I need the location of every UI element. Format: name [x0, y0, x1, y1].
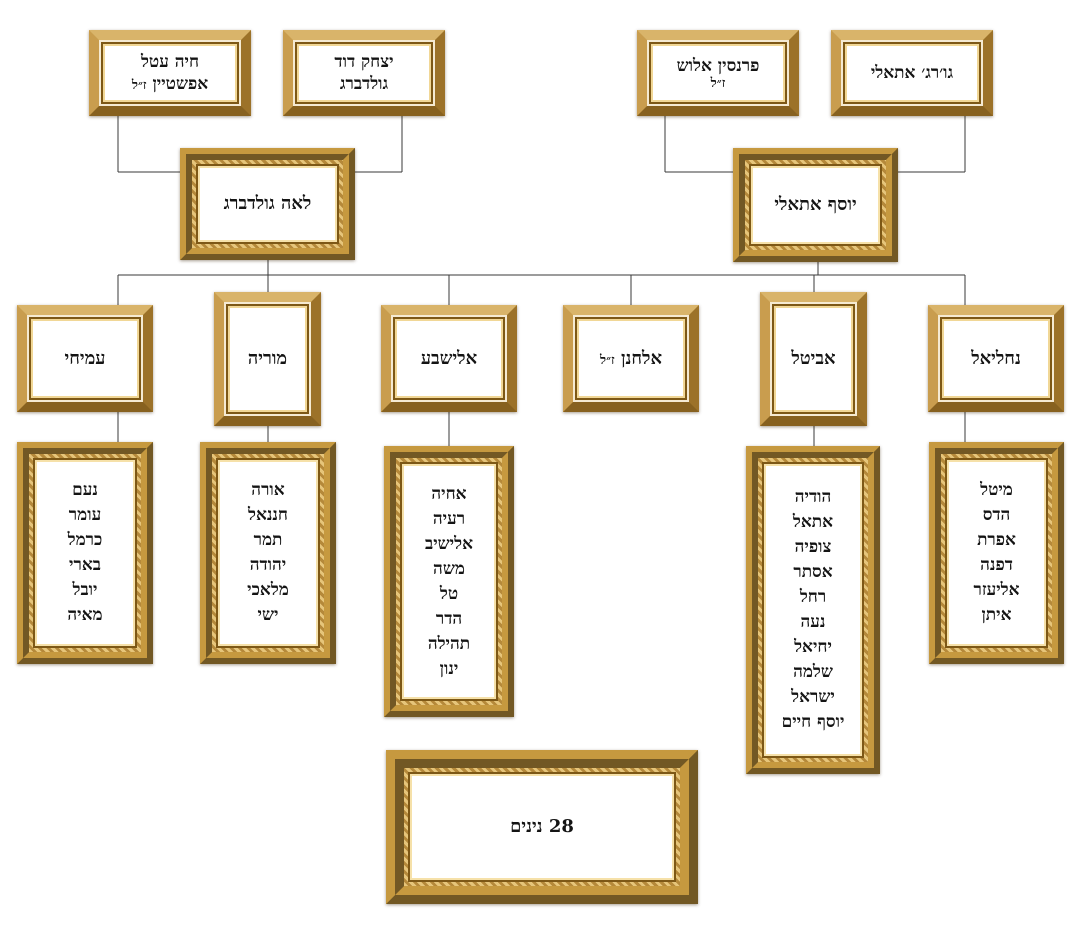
memorial-suffix: ז״ל	[131, 78, 147, 93]
grandchild-name: נעם	[72, 480, 98, 500]
grandchild-name: רעיה	[432, 508, 466, 529]
grandfather-father-side: גו׳רג׳ אתאלי	[843, 42, 981, 104]
grandfather-mother-side-frame: יצחק דוד גולדברג	[283, 30, 445, 116]
grandmother-mother-side: חיה עטל אפשטיין ז״ל	[101, 42, 239, 104]
child-name: אלישבע	[420, 347, 478, 369]
memorial-suffix: ז״ל	[600, 352, 615, 368]
child-elisheva: אלישבע	[393, 317, 505, 400]
grandchild-name: יחיאל	[794, 637, 832, 657]
grandchild-name: אפרת	[977, 530, 1016, 550]
grandchild-name: ישי	[257, 605, 279, 625]
child-frame-moriya: מוריה	[214, 292, 321, 426]
grandfather-mother-side-surname: גולדברג	[339, 74, 389, 94]
grandchild-name: יהודה	[249, 555, 287, 575]
child-nachliel: נחליאל	[940, 317, 1052, 400]
grandmother-mother-side-surname: אפשטיין ז״ל	[131, 74, 209, 94]
grandmother-father-side: פרנסין אלוש ז״ל	[649, 42, 787, 104]
child-avital: אביטל	[772, 304, 855, 414]
child-frame-nachliel: נחליאל	[928, 305, 1064, 412]
mother: לאה גולדברג	[196, 164, 339, 244]
grandmother-father-side-frame: פרנסין אלוש ז״ל	[637, 30, 799, 116]
child-name: אביטל	[791, 348, 836, 369]
memorial-suffix: ז״ל	[710, 76, 726, 91]
grandmother-mother-side-frame: חיה עטל אפשטיין ז״ל	[89, 30, 251, 116]
grandchildren-list: אורה חננאל תמר יהודה מלאכי ישי	[247, 478, 289, 628]
grandchildren-list-container: מיטל הדס אפרת דפנה אליעזר איתן	[945, 458, 1048, 648]
grandchild-name: איתן	[981, 605, 1012, 625]
grandchildren-list: אחיה רעיה אלישיב משה טל הדר תהילה ינון	[425, 482, 473, 682]
child-amichai: עמיחי	[29, 317, 141, 400]
grandchild-name: בארי	[69, 555, 101, 575]
grandchild-name: אלישיב	[425, 533, 474, 554]
mother-name: לאה גולדברג	[223, 193, 312, 214]
grandchild-name: רחל	[799, 587, 827, 607]
grandchild-name: הודיה	[794, 487, 832, 507]
grandchild-name: מיטל	[980, 480, 1013, 500]
great-grandchildren-total: 28 נינים	[408, 772, 676, 882]
child-frame-elchanan: אלחנן ז״ל	[563, 305, 699, 412]
grandchild-name: דפנה	[980, 555, 1013, 575]
grandmother-father-side-name: פרנסין אלוש	[676, 56, 760, 76]
grandchild-name: יוסף חיים	[781, 712, 845, 732]
grandchild-name: תמר	[253, 530, 283, 550]
grandchild-name: אסתר	[793, 562, 833, 582]
grandchildren-frame-moriya: אורה חננאל תמר יהודה מלאכי ישי	[200, 442, 336, 664]
grandchildren-list: הודיה אתאל צופיה אסתר רחל נעה יחיאל שלמה…	[782, 485, 845, 735]
grandchildren-frame-elisheva: אחיה רעיה אלישיב משה טל הדר תהילה ינון	[384, 446, 514, 717]
mother-frame: לאה גולדברג	[180, 148, 355, 260]
grandchild-name: אתאל	[792, 512, 834, 532]
grandchildren-frame-amichai: נעם עומר כרמל בארי יובל מאיה	[17, 442, 153, 664]
grandchildren-list-container: הודיה אתאל צופיה אסתר רחל נעה יחיאל שלמה…	[762, 462, 864, 758]
grandchildren-frame-nachliel: מיטל הדס אפרת דפנה אליעזר איתן	[929, 442, 1064, 664]
father-frame: יוסף אתאלי	[733, 148, 898, 262]
grandchild-name: מלאכי	[247, 580, 289, 600]
child-frame-elisheva: אלישבע	[381, 305, 517, 412]
grandchild-name: הדר	[435, 608, 463, 629]
child-name: נחליאל	[971, 347, 1021, 369]
grandchild-name: אליעזר	[973, 580, 1020, 600]
child-name: עמיחי	[64, 347, 106, 369]
grandchild-name: הדס	[982, 505, 1011, 525]
grandchild-name: נעה	[800, 612, 826, 632]
grandchild-name: אורה	[251, 480, 285, 500]
child-moriya: מוריה	[226, 304, 309, 414]
grandchildren-frame-avital: הודיה אתאל צופיה אסתר רחל נעה יחיאל שלמה…	[746, 446, 880, 774]
grandchild-name: כרמל	[67, 530, 103, 550]
grandfather-mother-side-name: יצחק דוד	[334, 52, 394, 72]
grandfather-mother-side: יצחק דוד גולדברג	[295, 42, 433, 104]
grandchild-name: עומר	[68, 505, 102, 525]
grandchildren-list: מיטל הדס אפרת דפנה אליעזר איתן	[973, 478, 1019, 628]
grandchild-name: צופיה	[794, 537, 832, 557]
grandchild-name: חננאל	[248, 505, 288, 525]
grandfather-father-side-name: גו׳רג׳ אתאלי	[870, 63, 954, 83]
child-name: מוריה	[247, 348, 288, 369]
grandfather-father-side-frame: גו׳רג׳ אתאלי	[831, 30, 993, 116]
grandchild-name: אחיה	[431, 483, 467, 504]
grandchild-name: מאיה	[67, 605, 103, 625]
grandchildren-list-container: אחיה רעיה אלישיב משה טל הדר תהילה ינון	[400, 462, 498, 701]
grandchildren-list: נעם עומר כרמל בארי יובל מאיה	[67, 478, 102, 628]
grandchild-name: יובל	[72, 580, 98, 600]
grandchild-name: טל	[439, 583, 459, 604]
grandchildren-list-container: אורה חננאל תמר יהודה מלאכי ישי	[216, 458, 320, 648]
great-grandchildren-total-frame: 28 נינים	[386, 750, 698, 904]
child-elchanan: אלחנן ז״ל	[575, 317, 687, 400]
father-name: יוסף אתאלי	[774, 194, 857, 215]
grandchild-name: ינון	[439, 658, 459, 679]
grandchild-name: משה	[433, 558, 465, 579]
grandmother-mother-side-name: חיה עטל	[140, 52, 200, 72]
grandchild-name: שלמה	[793, 662, 833, 682]
child-name: אלחנן ז״ל	[600, 347, 663, 369]
great-grandchildren-count: 28 נינים	[510, 816, 574, 837]
grandchild-name: תהילה	[427, 633, 471, 654]
child-frame-avital: אביטל	[760, 292, 867, 426]
grandchildren-list-container: נעם עומר כרמל בארי יובל מאיה	[33, 458, 137, 648]
child-frame-amichai: עמיחי	[17, 305, 153, 412]
father: יוסף אתאלי	[749, 164, 882, 246]
grandchild-name: ישראל	[791, 687, 835, 707]
